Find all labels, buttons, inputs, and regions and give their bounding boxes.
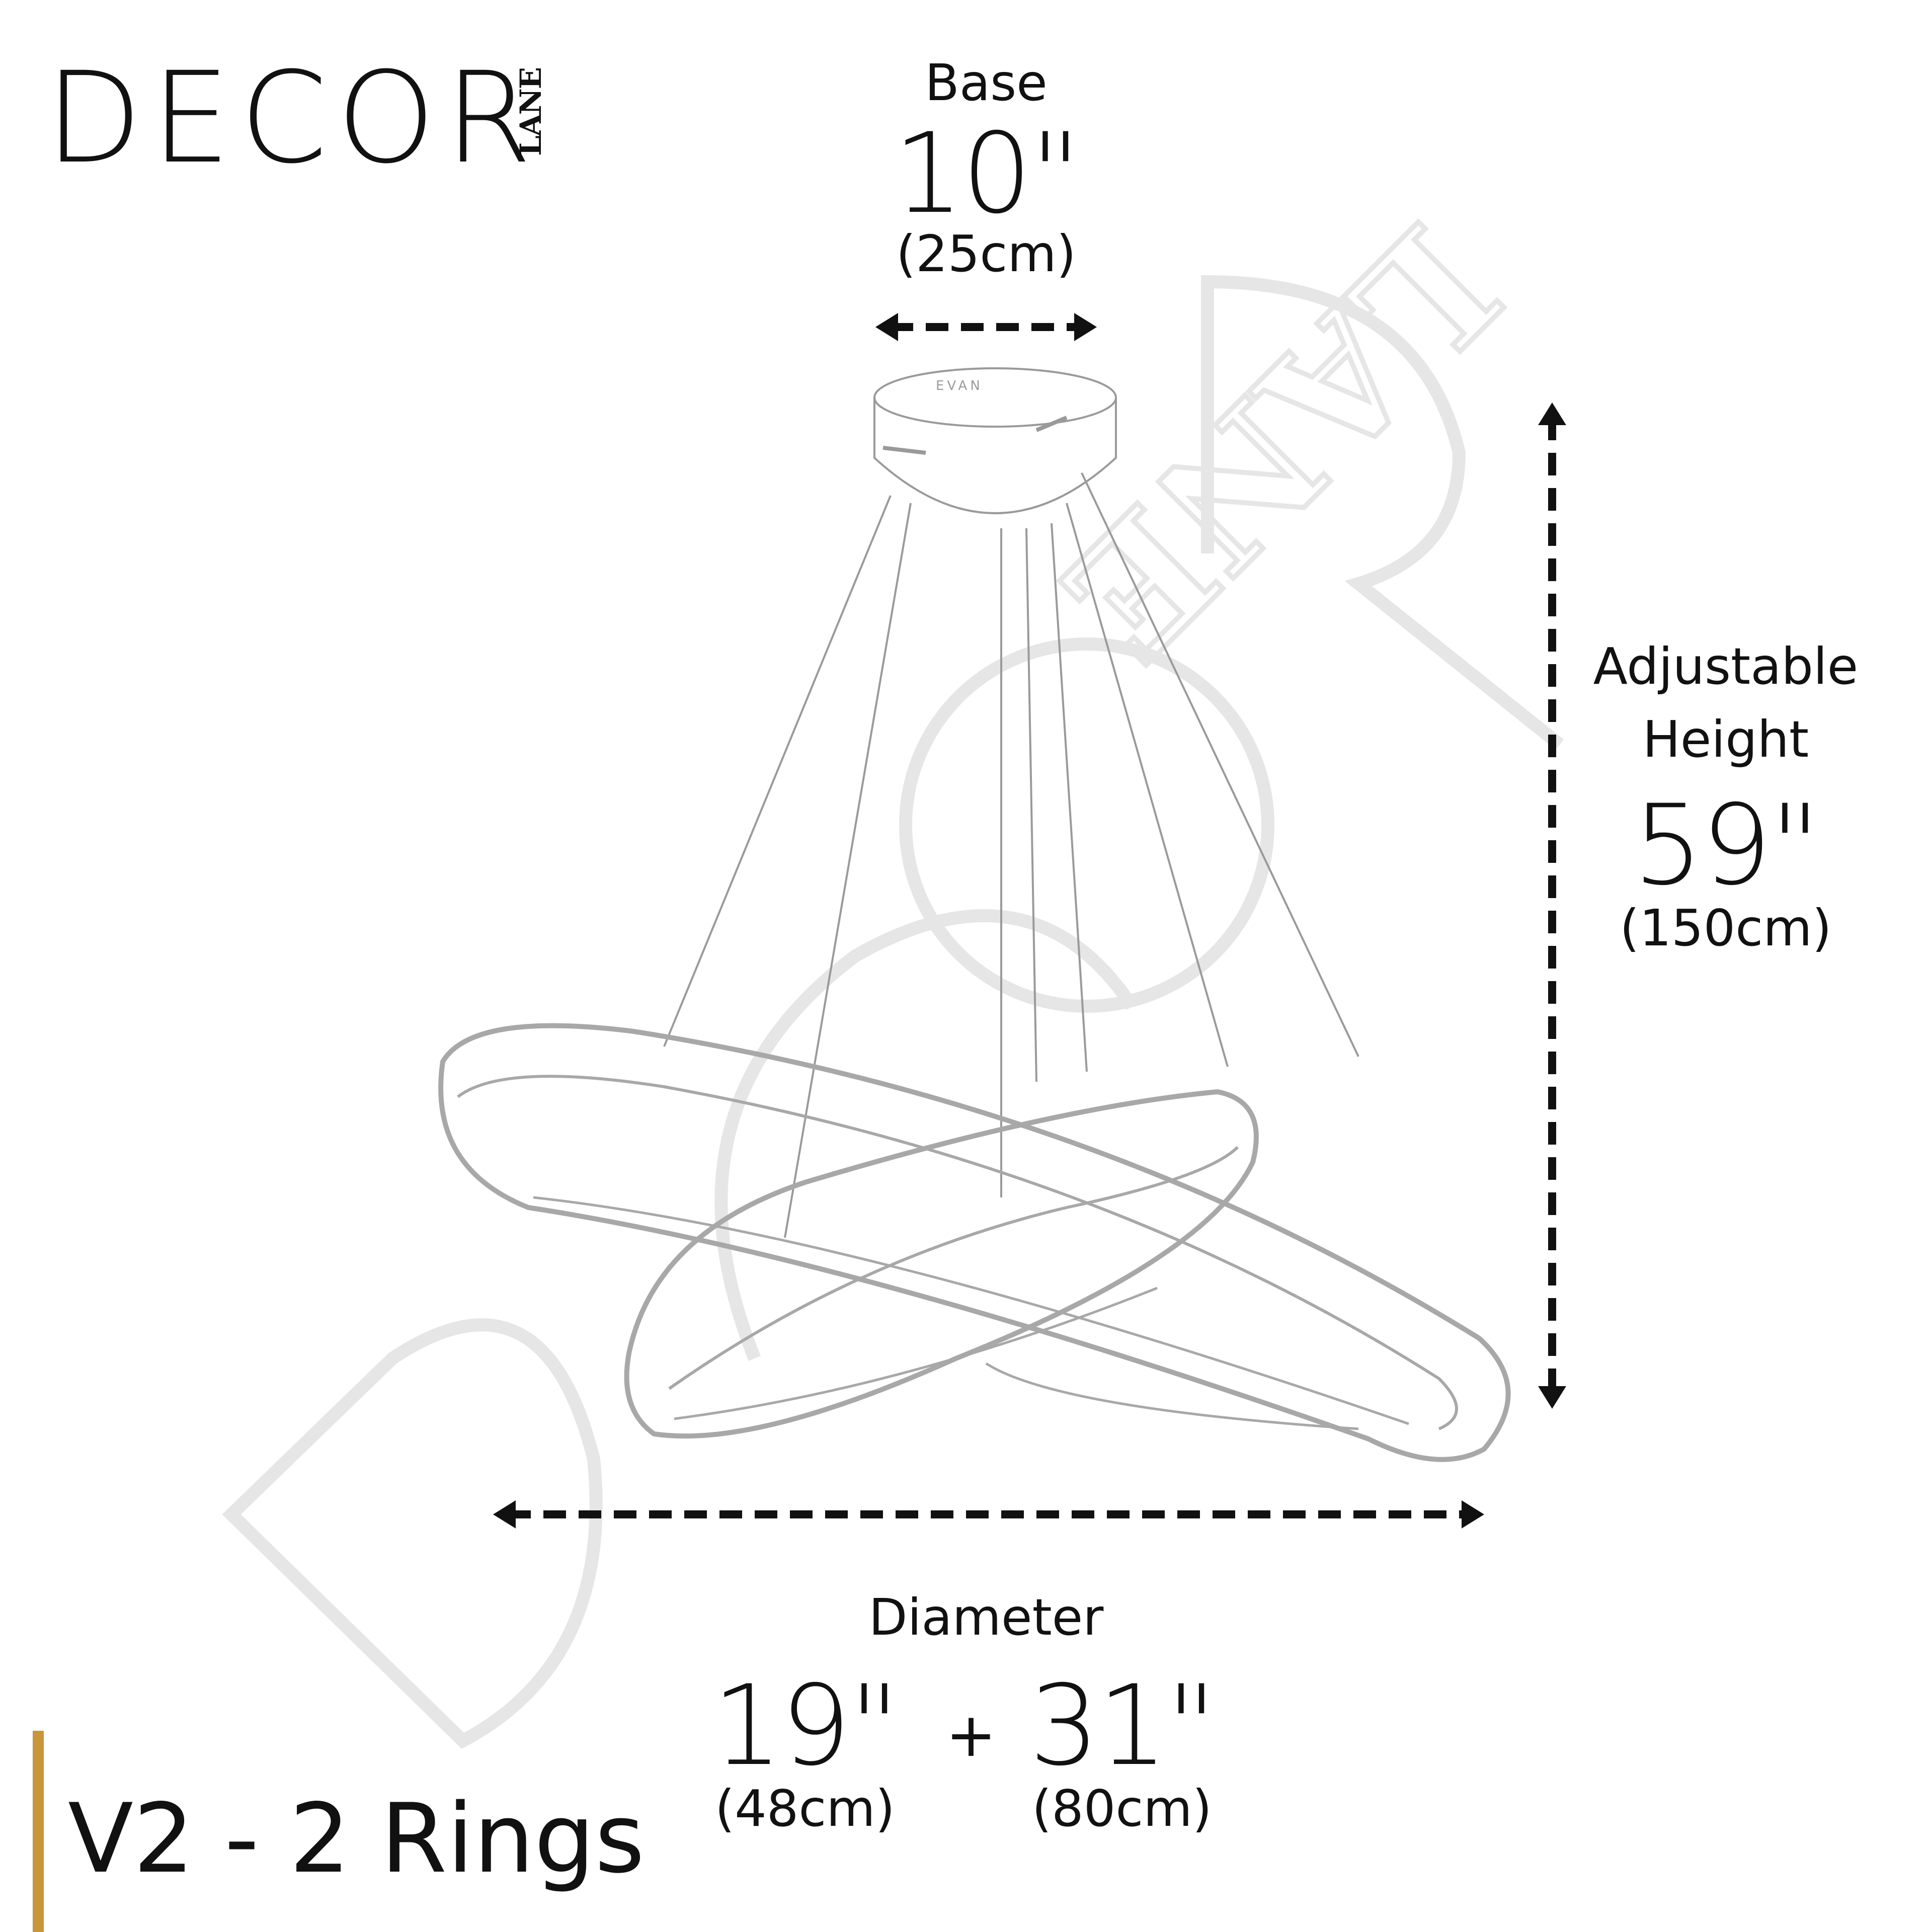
height-label-line2: Height — [1642, 710, 1809, 769]
height-arrow-icon — [1538, 403, 1566, 1409]
height-metric: (150cm) — [1620, 899, 1832, 957]
watermark — [222, 275, 1564, 1749]
diameter-large-metric: (80cm) — [1032, 1779, 1212, 1838]
small-ring — [624, 1089, 1259, 1439]
brand-logo-sub: LANE — [514, 68, 548, 156]
diameter-small-value: 19" — [712, 1661, 900, 1790]
crystal-rings — [438, 1023, 1511, 1462]
base-value: 10" — [893, 109, 1081, 238]
base-arrow-icon — [875, 313, 1097, 341]
diameter-large-value: 31" — [1029, 1661, 1217, 1790]
canopy-label: EVAN — [936, 378, 983, 393]
diameter-arrow-icon — [493, 1500, 1484, 1528]
inner-band — [985, 1362, 1359, 1430]
diameter-label: Diameter — [868, 1588, 1104, 1647]
diameter-plus: + — [945, 1701, 997, 1770]
diameter-small-metric: (48cm) — [715, 1779, 895, 1838]
series-label: V2 - 2 Rings — [68, 1783, 645, 1894]
height-value: 59" — [1633, 781, 1820, 910]
brand-logo: DECOR — [45, 45, 541, 191]
height-label-line1: Adjustable — [1593, 637, 1859, 696]
base-label: Base — [925, 53, 1048, 112]
canopy — [873, 367, 1117, 514]
large-ring — [438, 1023, 1511, 1462]
accent-bar — [33, 1731, 44, 1932]
base-metric: (25cm) — [896, 224, 1076, 283]
